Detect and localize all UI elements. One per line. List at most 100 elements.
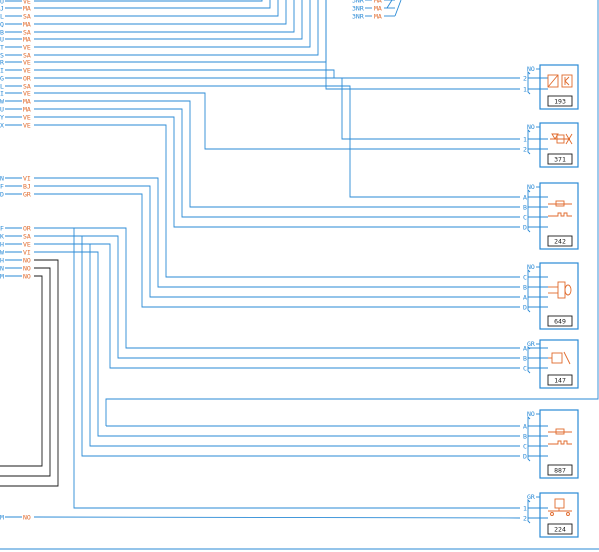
low-wire-3-pin: W	[0, 248, 4, 256]
component-pin-label: C	[523, 273, 527, 281]
mid-wire-0-code: VI	[23, 174, 31, 182]
top-wire-14-pin: U	[0, 105, 4, 113]
sensor-wave	[548, 440, 572, 445]
pin-bracket	[527, 498, 531, 524]
top-wire-5-code: MA	[23, 35, 31, 43]
route-242-d	[34, 116, 520, 228]
top-wire-1-code: MA	[23, 4, 31, 12]
low-wire-0-pin: F	[0, 224, 4, 232]
pin-bracket	[527, 70, 531, 95]
top-wire-4-pin: B	[0, 28, 4, 36]
component-pin-label: A	[523, 293, 527, 301]
top-run-6	[34, 0, 311, 48]
top-wire-10-pin: G	[0, 74, 4, 82]
route-147-c	[34, 243, 520, 369]
top-wire-2-pin: L	[0, 12, 4, 20]
top-wire-0-pin: U	[0, 0, 4, 5]
ground-wire-2	[0, 275, 43, 467]
component-color-code: NO	[527, 263, 535, 271]
mid-wire-2-code: GR	[23, 190, 31, 198]
top-wire-5-pin: U	[0, 35, 4, 43]
top-right-code-1: MA	[374, 4, 382, 12]
top-wire-6-pin: T	[0, 43, 4, 51]
component-number: 371	[554, 156, 566, 164]
ps-box	[554, 498, 565, 509]
route-371-b	[34, 77, 520, 140]
mid-wire-1-pin: F	[0, 182, 4, 190]
top-wire-12-pin: I	[0, 89, 4, 97]
component-pin-label: C	[523, 364, 527, 372]
top-wire-16-pin: X	[0, 121, 4, 129]
relay-diag	[547, 74, 559, 88]
component-number: 649	[554, 318, 566, 326]
route-649-a	[34, 124, 520, 278]
component-number-box	[547, 153, 573, 165]
component-pin-label: D	[523, 452, 527, 460]
low-wire-4-code: NO	[23, 256, 31, 264]
component-number-box	[547, 374, 573, 386]
component-pin-label: C	[523, 213, 527, 221]
component-number: 242	[554, 238, 566, 246]
route-147-a	[34, 227, 520, 349]
bottom-wire-pin: M	[0, 513, 4, 521]
top-wire-8-code: VE	[23, 58, 31, 66]
pin-bracket	[527, 415, 531, 462]
top-run-5	[34, 0, 303, 40]
valve-body	[556, 134, 565, 144]
low-wire-2-code: VE	[23, 240, 31, 248]
top-wire-7-code: SA	[23, 51, 31, 59]
component-pin-label: D	[523, 223, 527, 231]
component-color-code: NO	[527, 65, 535, 73]
top-wire-3-pin: Q	[0, 20, 4, 28]
top-wire-6-code: VE	[23, 43, 31, 51]
pressure-switch-icon	[548, 351, 571, 365]
relay-coil	[547, 74, 559, 88]
component-color-code: NO	[527, 410, 535, 418]
component-pin-label: B	[523, 354, 527, 362]
component-number-box	[547, 464, 573, 476]
sensor-element	[555, 428, 565, 435]
top-wire-12-code: VE	[23, 89, 31, 97]
component-layer: NO21193NO12371NOABCD242NOCBAD649GRABC147…	[523, 64, 579, 538]
top-run-4	[34, 0, 295, 33]
top-wire-1-pin: J	[0, 4, 4, 12]
top-wire-3-code: MA	[23, 20, 31, 28]
component-color-code: NO	[527, 183, 535, 191]
top-wire-9-pin: I	[0, 66, 4, 74]
mid-wire-0-pin: N	[0, 174, 4, 182]
low-wire-4-pin: H	[0, 256, 4, 264]
relay-k1	[564, 76, 570, 82]
top-right-code-0: MA	[374, 0, 382, 4]
component-pin-label: A	[523, 422, 527, 430]
low-wire-1-code: SA	[23, 232, 31, 240]
top-wire-11-code: SA	[23, 82, 31, 90]
route-649-c	[34, 185, 520, 298]
mid-wire-1-code: BJ	[23, 182, 31, 190]
low-wire-6-pin: M	[0, 272, 4, 280]
component-color-code: GR	[527, 340, 535, 348]
sensor-icon	[548, 200, 572, 217]
top-wire-7-pin: S	[0, 51, 4, 59]
route-887-loop	[105, 0, 599, 426]
component-number: 224	[554, 526, 566, 534]
low-wire-2-pin: H	[0, 240, 4, 248]
component-number: 887	[554, 467, 566, 475]
component-pin-label: C	[523, 442, 527, 450]
component-pin-label: B	[523, 432, 527, 440]
pin-bracket	[527, 345, 531, 374]
component-number-box	[547, 315, 573, 327]
component-color-code: NO	[527, 123, 535, 131]
route-887-c	[89, 244, 520, 447]
route-887-b	[34, 251, 520, 437]
top-run-0	[34, 0, 263, 2]
top-wire-10-code: OR	[23, 74, 31, 82]
top-right-label-0: 3NR	[352, 0, 364, 4]
route-193-b	[325, 0, 520, 90]
low-wire-1-pin: K	[0, 232, 4, 240]
